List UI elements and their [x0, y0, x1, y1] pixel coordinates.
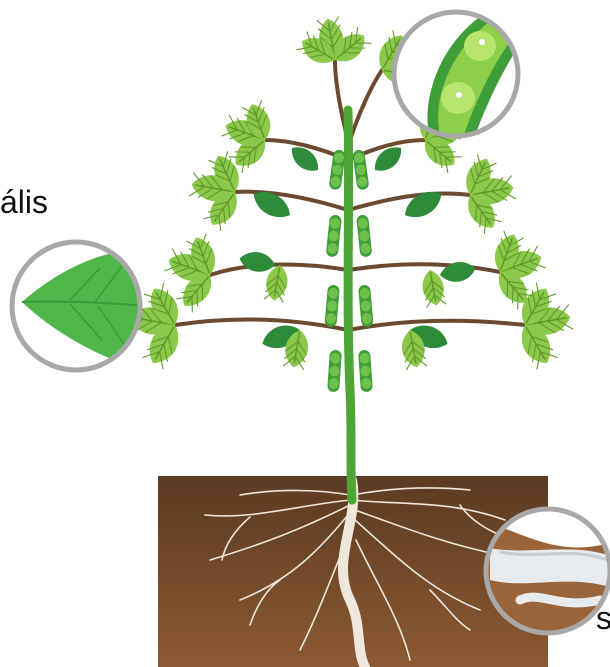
pod: [327, 350, 342, 393]
leaf: [238, 249, 277, 274]
branch: [348, 321, 525, 330]
leaf: [400, 185, 447, 224]
pod: [356, 214, 372, 257]
branch: [175, 320, 348, 330]
pod: [352, 149, 369, 190]
branch: [348, 264, 500, 272]
pod: [358, 350, 373, 393]
branch: [350, 70, 382, 140]
pod-closeup-icon: [390, 10, 530, 150]
pod: [324, 284, 340, 327]
main-stem: [348, 110, 352, 500]
pod: [358, 284, 374, 327]
branch: [235, 192, 348, 210]
pod: [326, 214, 342, 257]
leaf-closeup-icon: [12, 242, 150, 372]
